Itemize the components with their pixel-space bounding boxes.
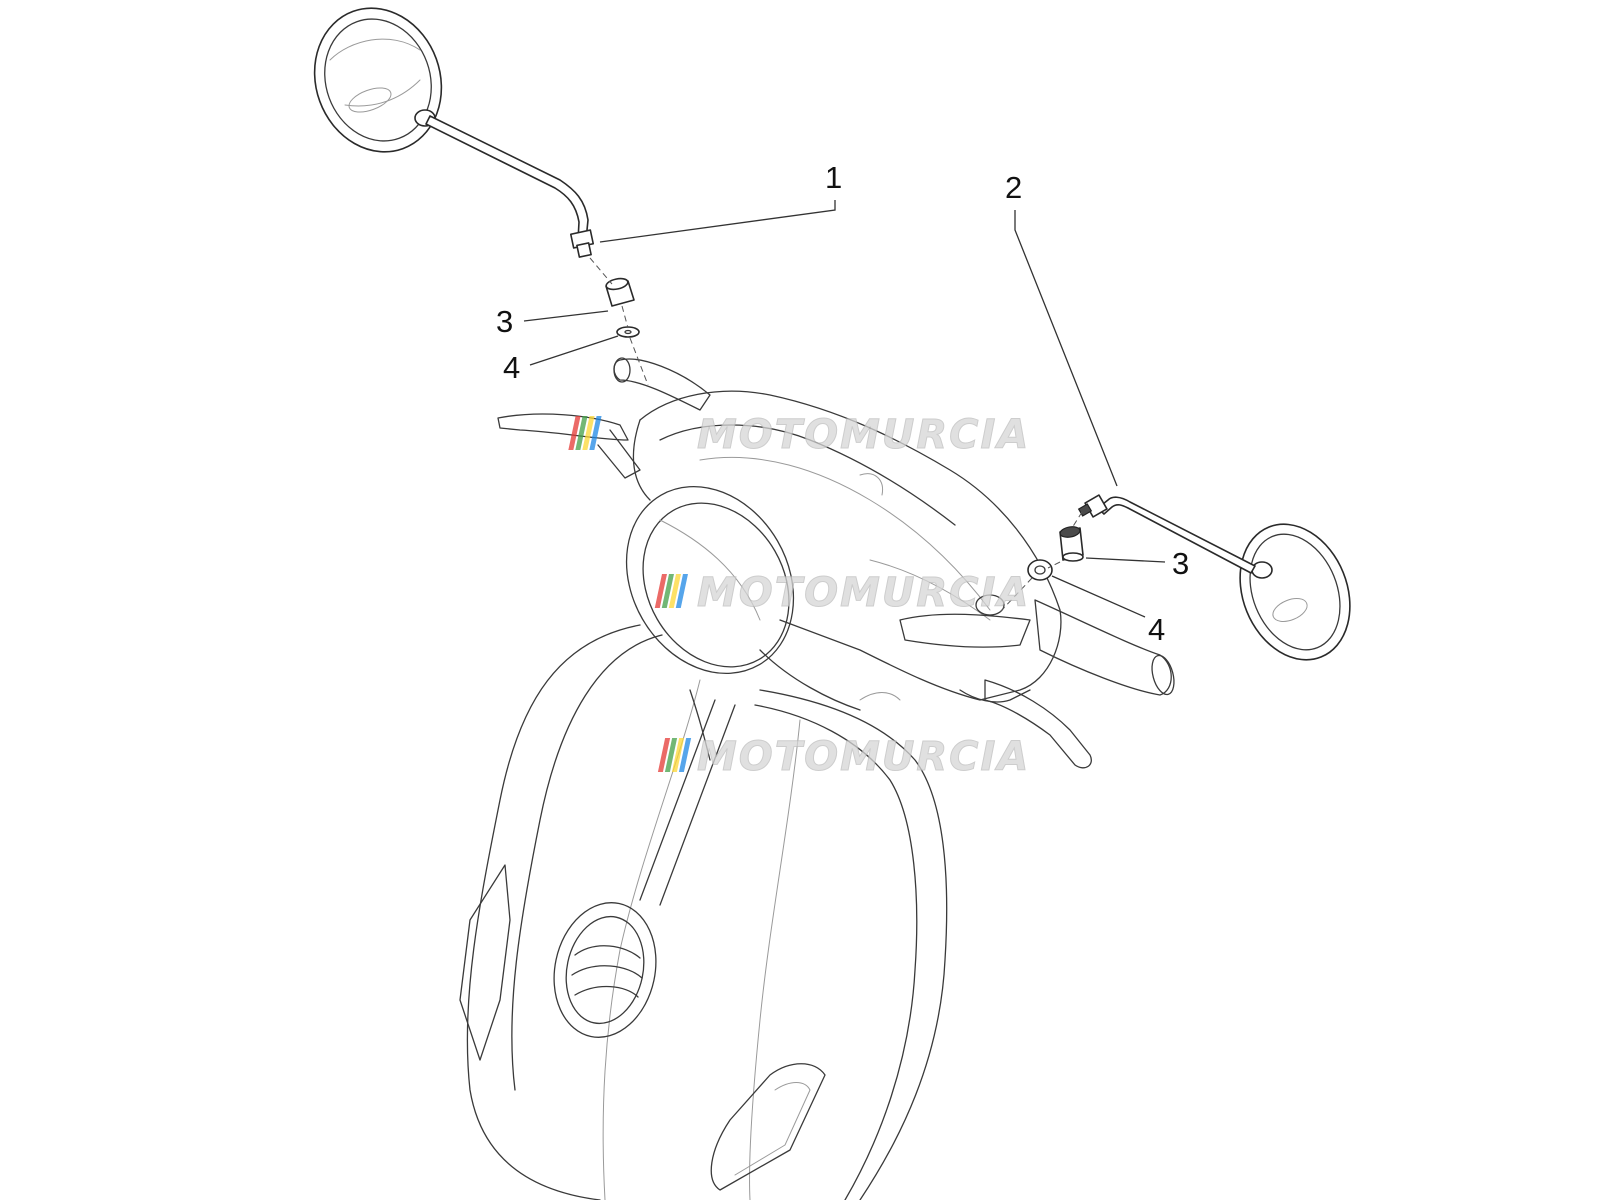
leader-4-left [529, 335, 619, 366]
leader-3-right [1085, 557, 1166, 563]
leader-3-left [523, 310, 609, 322]
callout-4-left: 4 [503, 350, 520, 385]
watermark-text-top: MOTOMURCIA [697, 412, 1030, 458]
scooter-body-outline [459, 624, 948, 1200]
handlebar-assembly [497, 357, 1175, 769]
watermark-text-middle: MOTOMURCIA [697, 570, 1030, 616]
right-washer [1027, 559, 1053, 581]
leader-2 [1014, 210, 1118, 487]
watermark-top: MOTOMURCIA [568, 412, 1030, 459]
left-spacer [605, 277, 635, 307]
callout-2: 2 [1005, 170, 1022, 205]
leader-1 [599, 200, 836, 243]
left-mirror [313, 7, 595, 258]
callout-3-left: 3 [496, 304, 513, 339]
left-washer [616, 326, 640, 338]
watermark-bottom: MOTOMURCIA [657, 734, 1030, 781]
watermark-middle: MOTOMURCIA [654, 570, 1030, 617]
right-spacer [1059, 526, 1084, 562]
callout-leaders [523, 200, 1166, 618]
right-assembly-axis [999, 511, 1083, 613]
right-mirror [1077, 494, 1351, 661]
left-assembly-axis [589, 257, 649, 386]
callout-4-right: 4 [1148, 612, 1165, 647]
watermark-text-bottom: MOTOMURCIA [697, 734, 1030, 780]
callout-1: 1 [825, 160, 842, 195]
callout-3-right: 3 [1172, 546, 1189, 581]
leader-4-right [1051, 575, 1146, 618]
callout-numbers: 1 2 3 4 3 4 [496, 160, 1189, 647]
